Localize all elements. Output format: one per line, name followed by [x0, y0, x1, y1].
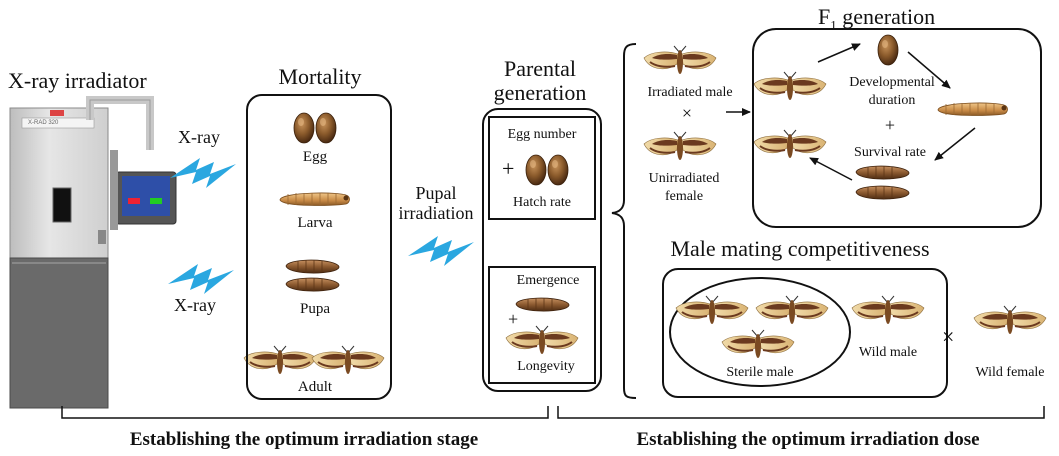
pupal-irradiation-beam-icon — [408, 236, 474, 266]
xray-beam-upper-icon — [170, 158, 236, 188]
cross-times-sign: × — [681, 103, 693, 123]
irradiated-male-icon — [643, 45, 717, 75]
egg-hatch-box — [488, 116, 596, 220]
stage-pupa-label: Pupa — [300, 301, 330, 317]
pupal-irradiation-line1: Pupal — [415, 183, 457, 203]
xray-upper-label: X-ray — [178, 127, 220, 147]
f1-title-rest: generation — [836, 4, 936, 29]
stage-egg-label: Egg — [302, 149, 328, 165]
xray-lower-label: X-ray — [174, 295, 216, 315]
mortality-title: Mortality — [278, 64, 362, 89]
arrow — [934, 127, 976, 161]
irradiator-title: X-ray irradiator — [8, 68, 147, 93]
longevity-label: Longevity — [517, 359, 575, 374]
competitiveness-times-sign: × — [942, 324, 955, 349]
competitiveness-title: Male mating competitiveness — [670, 236, 930, 261]
emergence-longevity-box — [488, 266, 596, 384]
parental-title-line1: Parental — [503, 56, 577, 81]
developmental-duration-line1: Developmental — [849, 75, 935, 90]
hatch-rate-label: Hatch rate — [513, 195, 571, 210]
f1-generation-box — [752, 28, 1042, 228]
parental-generation-box — [482, 108, 602, 392]
xray-beam-lower-icon — [168, 264, 234, 294]
arrow — [809, 157, 853, 181]
xray-irradiator-illustration — [9, 96, 177, 409]
pupal-irradiation-line2: irradiation — [398, 203, 474, 223]
stage-larva-label: Larva — [297, 215, 333, 231]
wild-female-label: Wild female — [975, 365, 1045, 380]
irradiated-male-label: Irradiated male — [647, 85, 733, 100]
unirradiated-female-icon — [643, 131, 717, 161]
irradiator-model-label: X-RAD 320 — [28, 120, 59, 126]
developmental-duration-line2: duration — [868, 93, 916, 108]
egg-plus-sign: + — [502, 156, 515, 181]
stage-bracket — [61, 406, 549, 419]
footer-dose-caption: Establishing the optimum irradiation dos… — [636, 429, 980, 450]
wild-female-moth-icon — [973, 305, 1047, 335]
stage-adult-label: Adult — [297, 379, 333, 395]
emergence-label: Emergence — [516, 273, 580, 288]
parental-title-line2: generation — [493, 80, 587, 105]
sterile-male-label: Sterile male — [726, 365, 794, 380]
f1-title-subscript: 1 — [830, 17, 837, 33]
wild-male-label: Wild male — [858, 345, 918, 360]
sterile-male-group-outline — [669, 277, 851, 387]
grouping-brace — [611, 43, 637, 399]
mortality-box — [246, 94, 392, 400]
arrow — [817, 43, 861, 63]
survival-rate-label: Survival rate — [854, 145, 926, 160]
f1-title: F1 generation — [818, 4, 936, 33]
arrow — [907, 51, 951, 89]
unirradiated-label-line1: Unirradiated — [648, 171, 720, 186]
unirradiated-label-line2: female — [664, 189, 704, 204]
egg-number-label: Egg number — [507, 127, 577, 142]
competitiveness-box — [662, 268, 948, 398]
footer-stage-caption: Establishing the optimum irradiation sta… — [129, 429, 479, 450]
dose-bracket — [557, 406, 1045, 419]
f1-plus-sign: + — [884, 115, 896, 135]
f1-title-letter: F — [818, 4, 831, 29]
emergence-plus-sign: + — [508, 309, 519, 329]
